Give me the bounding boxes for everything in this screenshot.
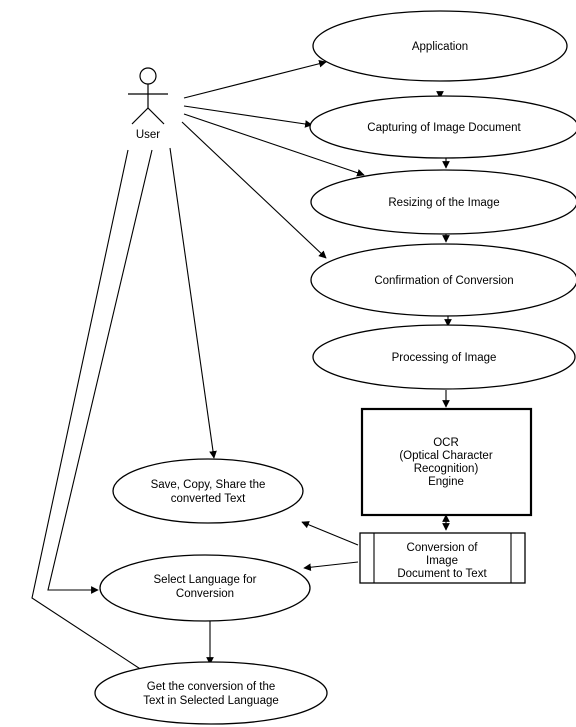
use-case-select-language-label-line2: Conversion [176,588,234,600]
use-case-processing-ellipse [312,324,576,390]
conversion-process-line3: Document to Text [397,568,487,580]
use-case-get-conversion: Get the conversion of the Text in Select… [94,661,328,725]
conversion-process-line1: Conversion of [407,542,479,554]
use-case-save-ellipse [112,458,304,524]
use-case-get-conversion-ellipse [94,661,328,725]
edge-user-select-language [47,149,153,594]
conversion-process-box: Conversion of Image Document to Text [359,532,526,584]
use-case-get-conversion-label-line1: Get the conversion of the [147,681,276,693]
ocr-engine-rect [360,407,533,517]
use-case-capturing-label: Capturing of Image Document [367,122,521,134]
use-case-processing: Processing of Image [312,324,576,390]
use-case-capturing-ellipse [309,95,576,159]
edge-user-application [183,59,327,99]
ocr-engine-line3: Recognition) [414,463,479,475]
use-case-application: Application [312,10,568,82]
edge-user-capturing [183,105,313,128]
use-case-confirmation-label: Confirmation of Conversion [374,275,513,287]
actor-head [139,67,157,85]
use-case-save-label-line1: Save, Copy, Share the [151,479,266,491]
ocr-engine-box: OCR (Optical Character Recognition) Engi… [360,407,533,517]
user-actor: User [128,67,168,141]
actor-label: User [136,129,160,141]
use-case-application-ellipse [312,10,568,82]
use-case-save: Save, Copy, Share the converted Text [112,458,304,524]
edge-user-get-conversion [31,149,149,675]
use-case-resizing: Resizing of the Image [310,169,576,235]
actor-right-leg [147,107,165,125]
use-case-get-conversion-label-line2: Text in Selected Language [143,695,279,707]
edge-conversion-select [303,561,359,572]
use-case-select-language-ellipse [99,554,311,622]
ocr-engine-line1: OCR [433,437,459,449]
conversion-process-rect [359,532,526,584]
edge-user-resizing [183,113,365,177]
conversion-process-line2: Image [426,555,458,567]
edge-conversion-save [301,521,359,546]
use-case-confirmation-ellipse [310,243,576,317]
use-case-confirmation: Confirmation of Conversion [310,243,576,317]
actor-left-leg [131,107,149,125]
use-case-resizing-ellipse [310,169,576,235]
ocr-engine-line2: (Optical Character [399,450,492,462]
use-case-processing-label: Processing of Image [392,352,497,364]
use-case-application-label: Application [412,41,468,53]
use-case-capturing: Capturing of Image Document [309,95,576,159]
edge-user-confirmation [181,121,327,259]
use-case-select-language: Select Language for Conversion [99,554,311,622]
use-case-save-label-line2: converted Text [171,493,246,505]
edge-user-save [169,147,217,459]
use-case-resizing-label: Resizing of the Image [388,197,499,209]
ocr-engine-line4: Engine [428,476,464,488]
use-case-select-language-label-line1: Select Language for [154,574,257,586]
